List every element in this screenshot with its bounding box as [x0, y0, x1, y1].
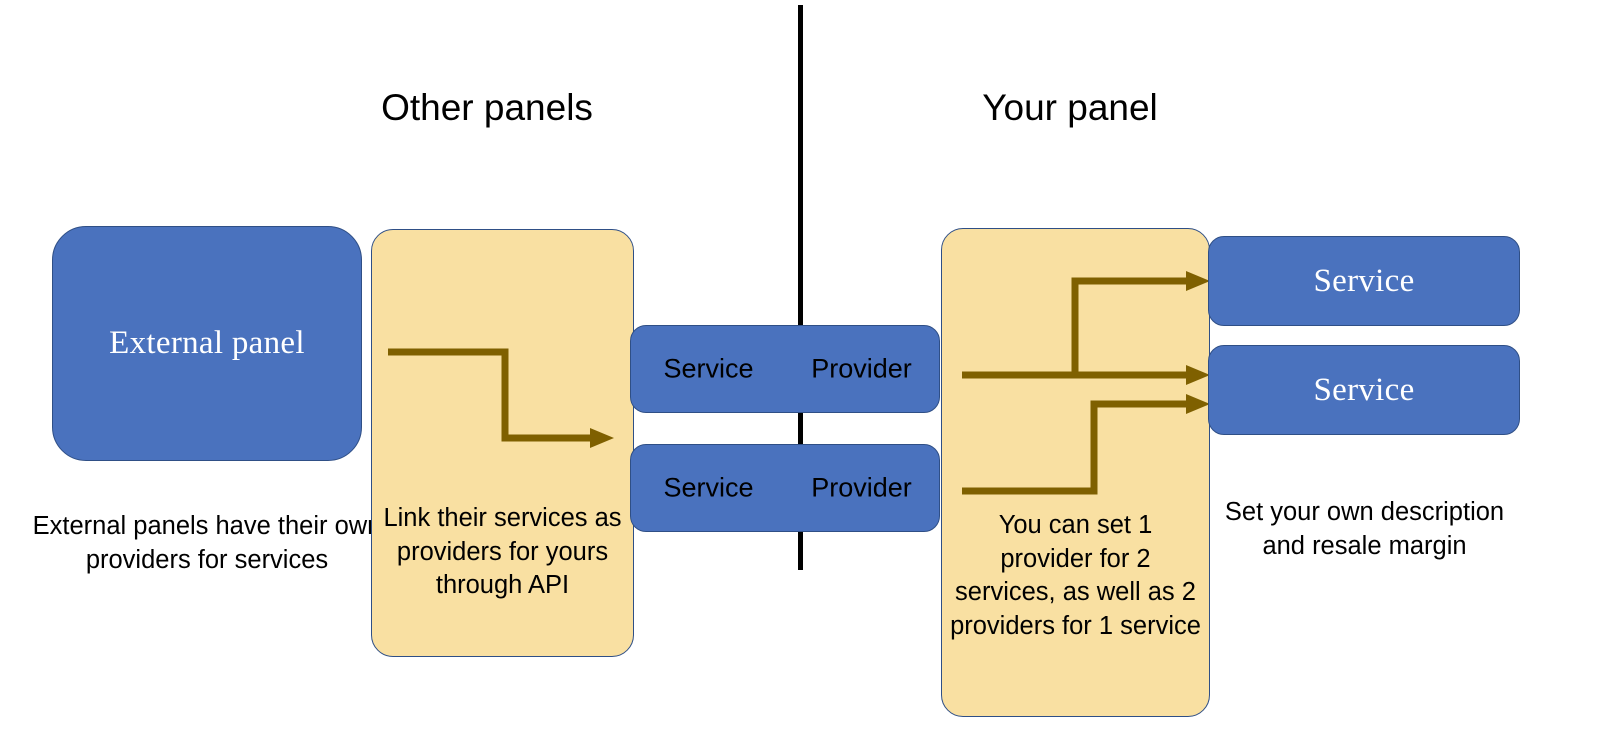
your-service-label-2: Service [1313, 371, 1415, 408]
link-services-caption: Link their services as providers for you… [383, 504, 622, 600]
your-service-box-1[interactable]: Service [1208, 236, 1520, 326]
middle-service-label-2: Service [663, 472, 754, 503]
middle-service-label-1: Service [663, 353, 754, 384]
z-link-arrow-icon [388, 348, 614, 448]
external-panel-label: External panel [109, 325, 305, 361]
your-services-caption: Set your own description and resale marg… [1224, 498, 1505, 560]
service-provider-row-1[interactable]: Service Provider [630, 325, 940, 413]
your-service-label-1: Service [1313, 262, 1415, 299]
provider-service-mapping-arrows-icon [962, 271, 1210, 495]
section-title-other-panels: Other panels [381, 87, 593, 128]
provider-service-mapping-panel[interactable]: You can set 1 provider for 2 services, a… [941, 228, 1210, 717]
your-service-box-2[interactable]: Service [1208, 345, 1520, 435]
provider-service-mapping-caption: You can set 1 provider for 2 services, a… [950, 511, 1201, 640]
service-provider-row-2[interactable]: Service Provider [630, 444, 940, 532]
middle-provider-label-2: Provider [811, 472, 912, 503]
vertical-separator [798, 5, 803, 570]
section-title-your-panel: Your panel [982, 87, 1158, 128]
external-panel-box[interactable]: External panel [52, 226, 362, 461]
middle-provider-label-1: Provider [811, 353, 912, 384]
link-services-panel[interactable]: Link their services as providers for you… [371, 229, 634, 657]
external-panel-caption: External panels have their own providers… [32, 512, 382, 574]
